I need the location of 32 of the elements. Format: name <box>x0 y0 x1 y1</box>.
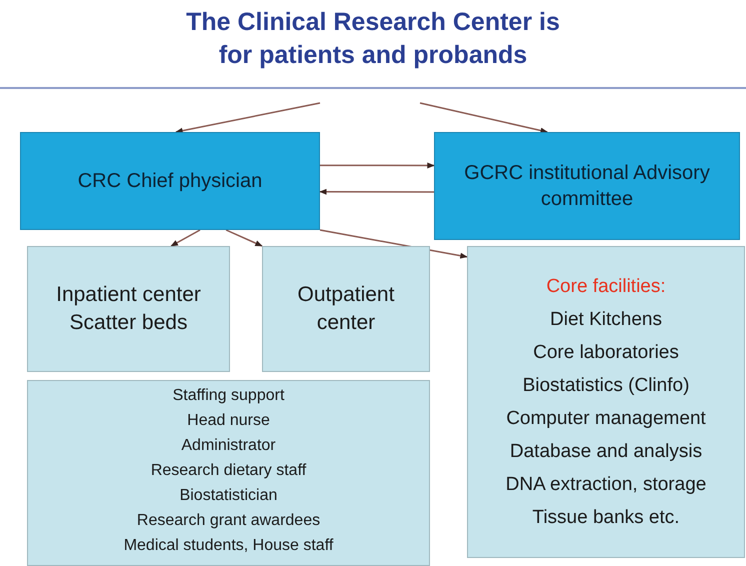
role-box <box>434 132 740 240</box>
node-text: Diet Kitchens <box>549 308 663 332</box>
node-text: Medical students, House staff <box>122 536 334 556</box>
node-text: DNA extraction, storage <box>504 473 708 497</box>
arrow <box>226 229 263 247</box>
role-box <box>20 132 320 230</box>
section-heading: Core facilities: <box>545 275 667 299</box>
node-text: Staffing support <box>172 386 286 406</box>
node-text: Biostatistician <box>178 486 278 506</box>
arrow <box>319 188 434 195</box>
arrow <box>320 162 435 168</box>
unit-box <box>262 246 430 372</box>
node-text: CRC Chief physician <box>76 169 264 194</box>
unit-box <box>27 380 430 566</box>
node-text: Computer management <box>505 407 707 431</box>
unit-box <box>27 246 230 372</box>
slide-title: The Clinical Research Center is for patients and probands <box>185 7 561 71</box>
node-text: Research grant awardees <box>136 511 322 531</box>
node-text: GCRC institutional Advisory committee <box>463 161 711 212</box>
node-text: Head nurse <box>186 411 271 431</box>
arrow <box>170 229 200 247</box>
node-text: Outpatient center <box>296 282 396 336</box>
node-text: Database and analysis <box>508 440 704 464</box>
node-text: Biostatistics (Clinfo) <box>522 374 690 398</box>
node-text: Administrator <box>180 436 277 456</box>
unit-box <box>467 246 745 558</box>
node-text: Inpatient center Scatter beds <box>55 282 202 336</box>
node-text: Research dietary staff <box>150 461 308 481</box>
arrow <box>175 102 320 134</box>
node-text: Tissue banks etc. <box>531 506 681 530</box>
node-text: Core laboratories <box>532 341 680 365</box>
arrow <box>420 102 548 134</box>
